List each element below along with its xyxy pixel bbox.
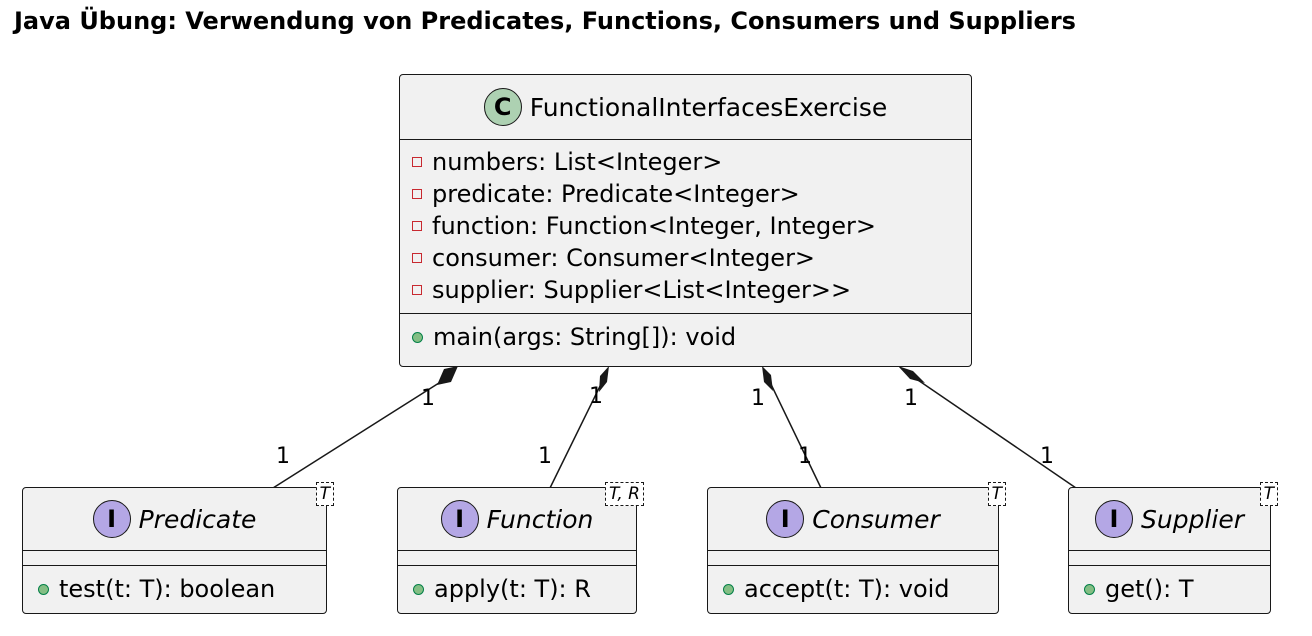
type-parameter-box: T — [987, 482, 1006, 506]
field-row: consumer: Consumer<Integer> — [412, 242, 971, 274]
fields-compartment — [23, 550, 326, 565]
interface-name: Supplier — [1140, 504, 1244, 534]
multiplicity-label: 1 — [904, 386, 918, 411]
interface-header: I Consumer T — [708, 482, 1006, 550]
method-text: get(): T — [1105, 575, 1194, 603]
field-row: predicate: Predicate<Integer> — [412, 178, 971, 210]
public-visibility-icon — [413, 583, 424, 595]
composition-diamond — [762, 366, 773, 391]
interface-stereotype-icon: I — [766, 500, 805, 538]
field-text: function: Function<Integer, Integer> — [432, 212, 876, 240]
fields-compartment — [398, 550, 636, 565]
interface-header: I Predicate T — [23, 482, 334, 550]
interface-function: I Function T, R apply(t: T): R — [397, 482, 644, 614]
diagram-title: Java Übung: Verwendung von Predicates, F… — [14, 7, 1076, 35]
interface-header: I Function T, R — [398, 482, 644, 550]
interface-consumer: I Consumer T accept(t: T): void — [707, 482, 1006, 614]
link-consumer — [762, 366, 822, 489]
interface-name: Consumer — [812, 504, 940, 534]
methods-compartment: test(t: T): boolean — [23, 565, 326, 605]
method-row: apply(t: T): R — [413, 573, 636, 605]
field-row: numbers: List<Integer> — [412, 146, 971, 178]
link-predicate — [272, 366, 458, 489]
multiplicity-label: 1 — [798, 444, 812, 469]
class-header: C FunctionalInterfacesExercise — [400, 75, 971, 139]
fields-compartment: numbers: List<Integer> predicate: Predic… — [400, 139, 971, 313]
public-visibility-icon — [723, 583, 734, 595]
class-functional-interfaces-exercise: C FunctionalInterfacesExercise numbers: … — [399, 74, 972, 367]
method-row: test(t: T): boolean — [38, 573, 326, 605]
composition-diamond — [898, 366, 925, 383]
multiplicity-label: 1 — [589, 384, 603, 409]
multiplicity-label: 1 — [276, 444, 290, 469]
private-visibility-icon — [412, 189, 422, 199]
method-text: test(t: T): boolean — [59, 575, 276, 603]
field-text: consumer: Consumer<Integer> — [432, 244, 816, 272]
interface-stereotype-icon: I — [440, 500, 479, 538]
type-parameter-box: T, R — [605, 482, 644, 506]
multiplicity-label: 1 — [751, 386, 765, 411]
private-visibility-icon — [412, 157, 422, 167]
method-text: accept(t: T): void — [744, 575, 950, 603]
interface-supplier: I Supplier T get(): T — [1068, 482, 1278, 614]
field-text: numbers: List<Integer> — [432, 148, 723, 176]
field-text: supplier: Supplier<List<Integer>> — [432, 276, 852, 304]
methods-compartment: get(): T — [1069, 565, 1270, 605]
private-visibility-icon — [412, 221, 422, 231]
class-stereotype-icon: C — [483, 88, 522, 126]
method-text: main(args: String[]): void — [433, 323, 737, 351]
methods-compartment: apply(t: T): R — [398, 565, 636, 605]
method-text: apply(t: T): R — [434, 575, 591, 603]
public-visibility-icon — [38, 583, 49, 595]
methods-compartment: accept(t: T): void — [708, 565, 998, 605]
class-name: FunctionalInterfacesExercise — [529, 92, 888, 122]
interface-header: I Supplier T — [1069, 482, 1278, 550]
composition-diamond — [599, 366, 609, 392]
link-function — [549, 366, 609, 489]
interface-predicate: I Predicate T test(t: T): boolean — [22, 482, 334, 614]
field-row: supplier: Supplier<List<Integer>> — [412, 274, 971, 306]
fields-compartment — [1069, 550, 1270, 565]
fields-compartment — [708, 550, 998, 565]
interface-stereotype-icon: I — [1094, 500, 1133, 538]
multiplicity-label: 1 — [421, 386, 435, 411]
multiplicity-label: 1 — [1040, 444, 1054, 469]
interface-stereotype-icon: I — [92, 500, 131, 538]
interface-name: Predicate — [138, 504, 257, 534]
type-parameter-box: T — [315, 482, 334, 506]
method-row: main(args: String[]): void — [412, 321, 971, 353]
field-row: function: Function<Integer, Integer> — [412, 210, 971, 242]
method-row: accept(t: T): void — [723, 573, 998, 605]
interface-name: Function — [486, 504, 594, 534]
composition-diamond — [437, 366, 458, 385]
private-visibility-icon — [412, 285, 422, 295]
method-row: get(): T — [1084, 573, 1270, 605]
methods-compartment: main(args: String[]): void — [400, 313, 971, 359]
public-visibility-icon — [1084, 583, 1095, 595]
multiplicity-label: 1 — [538, 444, 552, 469]
type-parameter-box: T — [1259, 482, 1278, 506]
private-visibility-icon — [412, 253, 422, 263]
field-text: predicate: Predicate<Integer> — [432, 180, 800, 208]
link-supplier — [898, 366, 1077, 489]
public-visibility-icon — [412, 331, 423, 343]
